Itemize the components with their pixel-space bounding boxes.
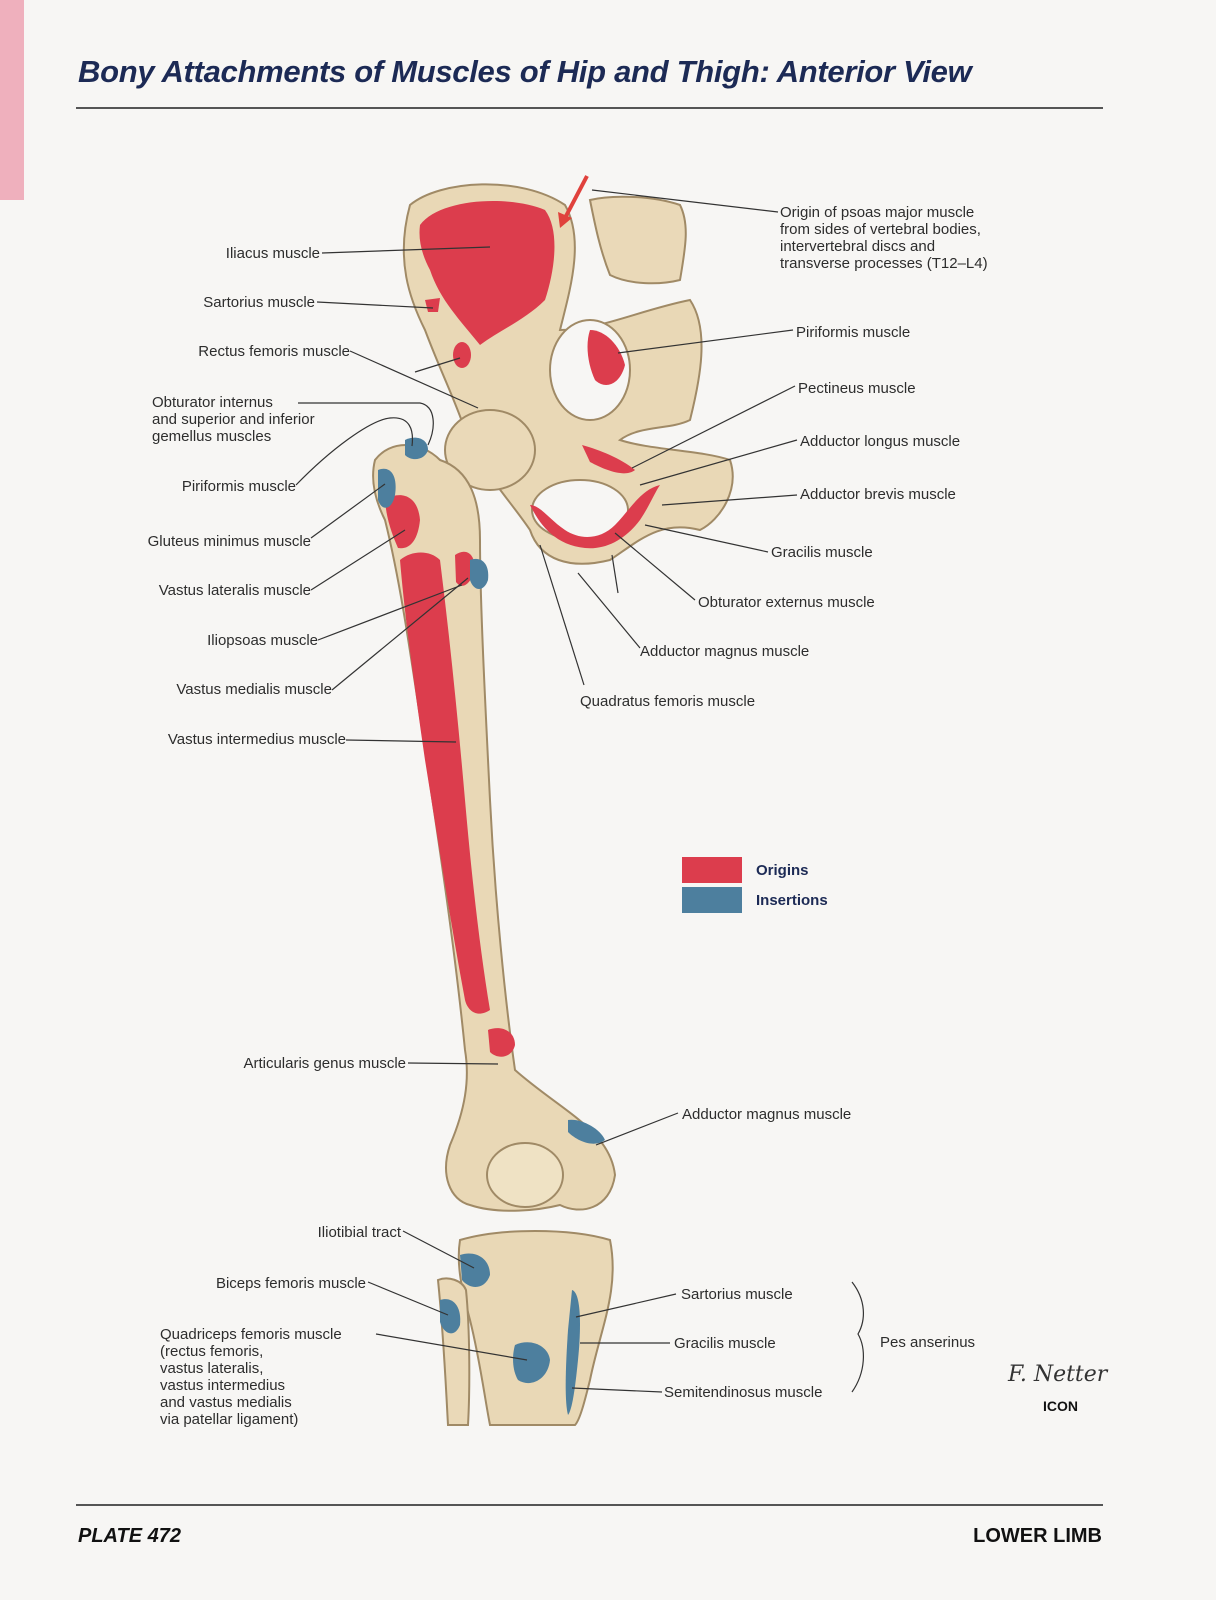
publisher-logo: ICON — [1043, 1398, 1078, 1414]
label-adductor-longus: Adductor longus muscle — [800, 433, 961, 450]
label-adductor-brevis: Adductor brevis muscle — [800, 486, 956, 503]
label-vastus-lateralis: Vastus lateralis muscle — [158, 582, 311, 599]
color-legend: Origins Insertions — [682, 855, 828, 915]
label-sartorius-top: Sartorius muscle — [203, 294, 315, 311]
label-piriformis-right: Piriformis muscle — [796, 324, 911, 341]
legend-label-insertions: Insertions — [756, 891, 828, 909]
label-vastus-medialis: Vastus medialis muscle — [176, 681, 332, 698]
footer-rule — [76, 1504, 1103, 1506]
label-iliotibial-tract: Iliotibial tract — [317, 1224, 401, 1241]
label-rectus-femoris: Rectus femoris muscle — [198, 343, 350, 360]
legend-item-origins: Origins — [682, 855, 828, 885]
label-obturator-internus: Obturator internus and superior and infe… — [152, 394, 315, 445]
label-pes-anserinus: Pes anserinus — [880, 1334, 976, 1351]
label-pectineus: Pectineus muscle — [798, 380, 916, 397]
section-tab — [0, 0, 24, 200]
label-gracilis-top: Gracilis muscle — [771, 544, 873, 561]
arrow-icon — [558, 175, 589, 228]
label-semitendinosus: Semitendinosus muscle — [664, 1384, 823, 1401]
label-adductor-magnus-top: Adductor magnus muscle — [640, 643, 810, 660]
label-psoas-origin: Origin of psoas major muscle from sides … — [780, 204, 988, 272]
label-piriformis-left: Piriformis muscle — [181, 478, 296, 495]
label-adductor-magnus-knee: Adductor magnus muscle — [682, 1106, 852, 1123]
label-quadratus-femoris: Quadratus femoris muscle — [580, 693, 756, 710]
label-quadriceps-femoris: Quadriceps femoris muscle (rectus femori… — [160, 1326, 342, 1428]
legend-item-insertions: Insertions — [682, 885, 828, 915]
origin-areas — [385, 201, 660, 1057]
label-iliopsoas: Iliopsoas muscle — [207, 632, 318, 649]
section-name: LOWER LIMB — [973, 1525, 1102, 1547]
plate-number: PLATE 472 — [78, 1525, 181, 1547]
leader-lines — [295, 189, 864, 1393]
label-obturator-externus: Obturator externus muscle — [698, 594, 875, 611]
label-iliacus: Iliacus muscle — [225, 245, 320, 262]
legend-label-origins: Origins — [756, 861, 809, 879]
label-gracilis-bottom: Gracilis muscle — [674, 1335, 776, 1352]
legend-swatch-insertions — [682, 887, 742, 913]
artist-signature: F. Netter — [1008, 1362, 1108, 1387]
label-vastus-intermedius: Vastus intermedius muscle — [167, 731, 346, 748]
header-rule — [76, 107, 1103, 109]
page-title: Bony Attachments of Muscles of Hip and T… — [78, 54, 972, 89]
label-sartorius-bottom: Sartorius muscle — [681, 1286, 793, 1303]
label-gluteus-minimus: Gluteus minimus muscle — [147, 533, 311, 550]
label-articularis-genus: Articularis genus muscle — [243, 1055, 406, 1072]
legend-swatch-origins — [682, 857, 742, 883]
insertion-areas — [378, 437, 605, 1415]
label-biceps-femoris: Biceps femoris muscle — [215, 1275, 366, 1292]
